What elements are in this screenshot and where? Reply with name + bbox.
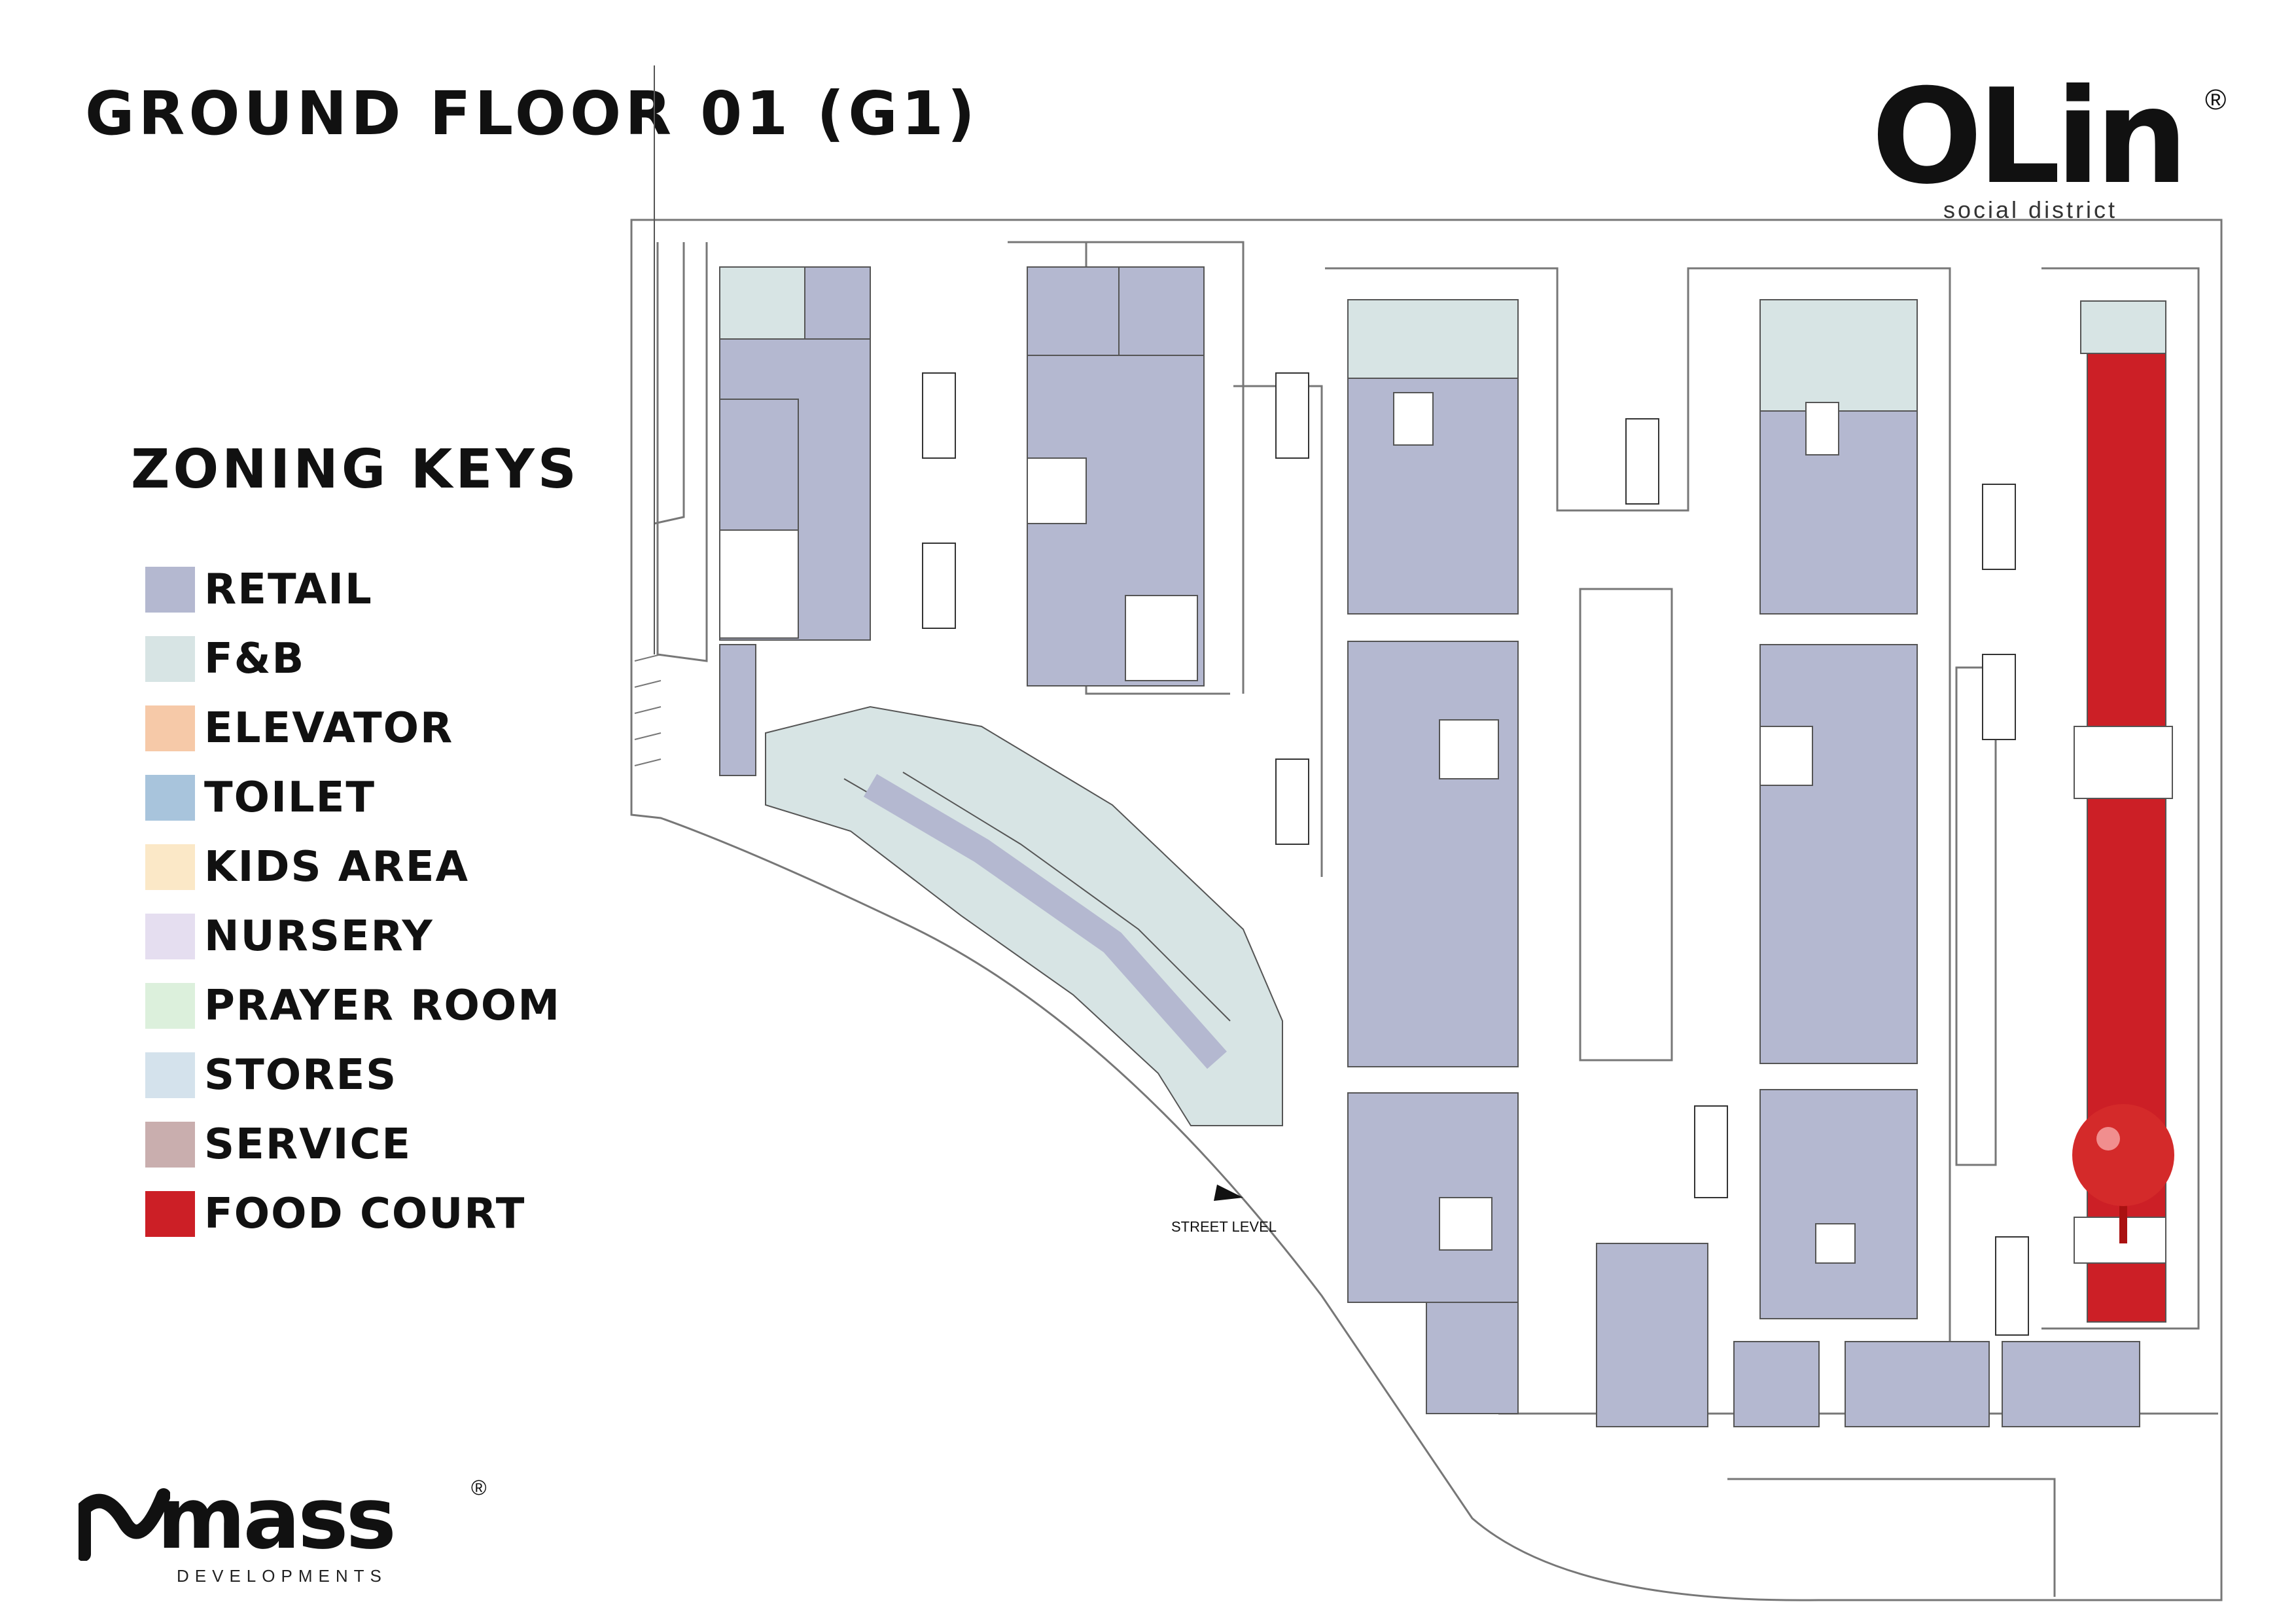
legend-label: FOOD COURT — [204, 1190, 526, 1238]
block-b4 — [1027, 266, 1205, 687]
legend-item-retail: RETAIL — [145, 555, 561, 624]
legend-swatch — [145, 844, 195, 890]
ramp — [634, 654, 662, 766]
block-b3 — [1347, 299, 1519, 1414]
legend-swatch — [145, 1052, 195, 1098]
block-b1-bottom — [1733, 1341, 2140, 1427]
olin-logo: OLin ® social district — [1871, 61, 2238, 224]
registered-mark: ® — [471, 1476, 487, 1499]
mass-logo: mass ® DEVELOPMENTS — [79, 1476, 497, 1600]
legend-item-prayer-room: PRAYER ROOM — [145, 971, 561, 1041]
legend-label: KIDS AREA — [204, 843, 469, 891]
legend-swatch — [145, 1191, 195, 1237]
block-b2 — [1759, 299, 1918, 1319]
street-arrow-icon — [1214, 1185, 1243, 1201]
legend-swatch — [145, 983, 195, 1029]
legend-item-nursery: NURSERY — [145, 902, 561, 971]
zoning-keys-title: ZONING KEYS — [131, 438, 580, 501]
legend-label: TOILET — [204, 774, 376, 822]
legend-label: SERVICE — [204, 1120, 412, 1169]
mass-logo-word: mass — [157, 1469, 397, 1568]
olin-logo-subtitle: social district — [1943, 196, 2118, 223]
mass-logo-subtitle: DEVELOPMENTS — [177, 1566, 387, 1586]
legend-swatch — [145, 636, 195, 682]
legend-item-fnb: F&B — [145, 624, 561, 694]
escalators — [922, 372, 2029, 1336]
registered-mark: ® — [2205, 84, 2227, 116]
legend-label: STORES — [204, 1051, 398, 1099]
legend-swatch — [145, 705, 195, 751]
legend-label: ELEVATOR — [204, 704, 454, 753]
street-level-label: STREET LEVEL — [1171, 1219, 1277, 1235]
legend-label: NURSERY — [204, 912, 434, 961]
legend-label: PRAYER ROOM — [204, 982, 561, 1030]
legend-swatch — [145, 1122, 195, 1168]
legend-label: F&B — [204, 635, 306, 683]
legend-item-elevator: ELEVATOR — [145, 694, 561, 763]
legend-swatch — [145, 775, 195, 821]
block-b5 — [719, 266, 871, 776]
legend-item-toilet: TOILET — [145, 763, 561, 832]
legend-item-food-court: FOOD COURT — [145, 1179, 561, 1249]
legend-item-kids-area: KIDS AREA — [145, 832, 561, 902]
legend-swatch — [145, 567, 195, 613]
curved-wing — [765, 705, 1283, 1126]
legend-item-service: SERVICE — [145, 1110, 561, 1179]
olin-logo-word: OLin — [1871, 61, 2188, 213]
block-a — [1596, 1243, 1708, 1427]
page-title: GROUND FLOOR 01 (G1) — [85, 79, 979, 149]
legend-item-stores: STORES — [145, 1041, 561, 1110]
legend-label: RETAIL — [204, 565, 373, 614]
location-pin-icon — [2072, 1104, 2174, 1243]
legend-swatch — [145, 914, 195, 959]
zoning-legend: RETAIL F&B ELEVATOR TOILET KIDS AREA NUR… — [145, 555, 561, 1249]
mass-logo-wave-icon — [79, 1488, 170, 1561]
